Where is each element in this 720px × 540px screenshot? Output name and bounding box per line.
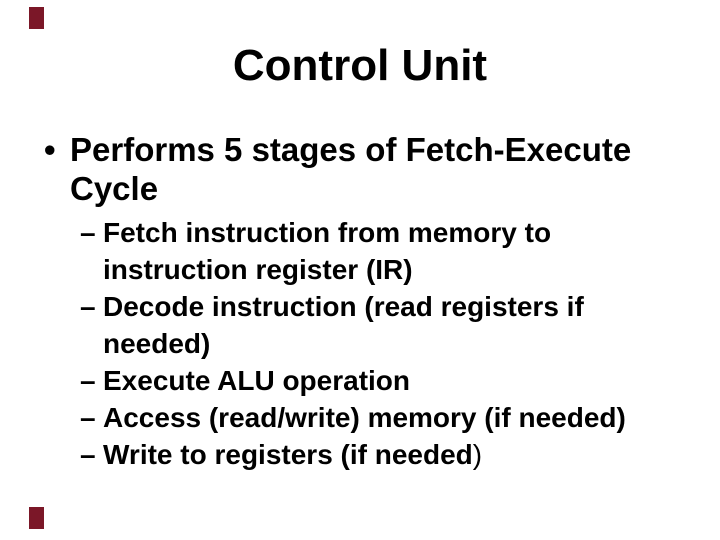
sub-bullet-line-bold: Write to registers (if needed [103, 439, 473, 470]
slide-title: Control Unit [232, 41, 488, 90]
sub-bullet-text: Decode instruction (read registers if ne… [103, 288, 680, 362]
sub-bullet-item: – Write to registers (if needed) [80, 436, 680, 473]
sub-bullet-line: Fetch instruction from memory to [103, 217, 552, 248]
dash-marker: – [80, 365, 96, 396]
dash-marker: – [80, 217, 96, 248]
sub-bullet-line: Write to registers (if needed) [103, 436, 680, 473]
dash-marker: – [80, 439, 96, 470]
dash-marker: – [80, 402, 96, 433]
sub-bullet-line-regular-paren: ) [472, 439, 483, 470]
sub-bullet-line: instruction register (IR) [103, 254, 413, 285]
sub-bullet-text: Access (read/write) memory (if needed) [103, 399, 680, 436]
corner-accent-top [29, 7, 44, 29]
bullet-line: Performs 5 stages of Fetch-Execute [70, 131, 632, 168]
sub-bullet-item: – Decode instruction (read registers if … [80, 288, 680, 362]
bullet-marker: • [44, 131, 56, 168]
sub-bullet-item: – Access (read/write) memory (if needed) [80, 399, 680, 436]
sub-bullet-list: – Fetch instruction from memory to instr… [80, 214, 680, 473]
sub-bullet-line: Access (read/write) memory (if needed) [103, 402, 626, 433]
sub-bullet-item: – Execute ALU operation [80, 362, 680, 399]
sub-bullet-line: Decode instruction (read registers if [103, 291, 584, 322]
bullet-item: • Performs 5 stages of Fetch-Execute Cyc… [44, 130, 684, 208]
bullet-line: Cycle [70, 170, 159, 207]
sub-bullet-text: Write to registers (if needed) [103, 436, 680, 473]
sub-bullet-item: – Fetch instruction from memory to instr… [80, 214, 680, 288]
bullet-text: Performs 5 stages of Fetch-Execute Cycle [70, 130, 684, 208]
corner-accent-bottom [29, 507, 44, 529]
sub-bullet-text: Fetch instruction from memory to instruc… [103, 214, 680, 288]
sub-bullet-line: Execute ALU operation [103, 365, 411, 396]
sub-bullet-text: Execute ALU operation [103, 362, 680, 399]
dash-marker: – [80, 291, 96, 322]
sub-bullet-line: needed) [103, 328, 211, 359]
